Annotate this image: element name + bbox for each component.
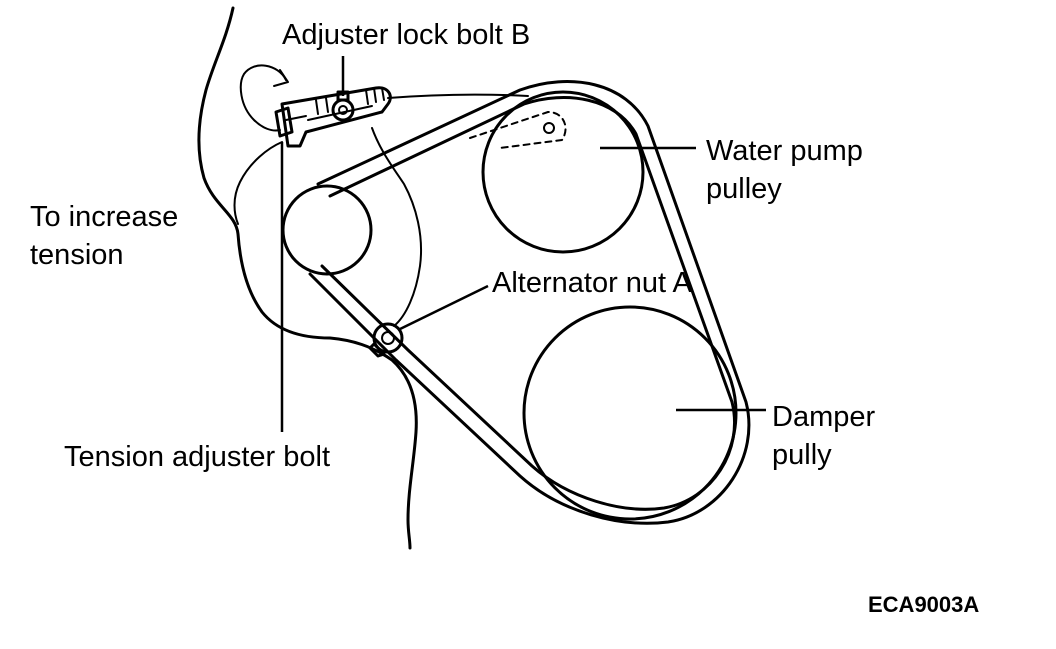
drive-belt-inner [320,96,737,511]
adjuster-threads [315,87,385,115]
alternator-nut-a-base [368,342,386,358]
alternator-pulley [281,184,373,276]
label-alternator-nut-a: Alternator nut A [492,267,692,299]
hidden-bolt [543,122,555,134]
rotation-arrowhead [273,69,289,87]
label-water-pump-pulley: Water pump pulley [706,135,863,205]
label-tension-adjuster-bolt: Tension adjuster bolt [64,441,330,473]
alternator-nut-a-center [381,331,395,345]
leader-alternator-nut [397,284,489,332]
engine-outline [197,6,418,550]
alternator-nut-a [372,322,404,354]
water-pump-pulley [481,90,645,254]
drive-belt-outer [308,80,751,525]
adjuster-arm [387,93,529,99]
housing-outline [233,141,283,225]
label-damper-pully: Damper pully [772,401,876,471]
rotation-hint-arrow [239,64,287,132]
hidden-bracket [469,111,567,149]
tension-adjuster-thread [285,115,307,121]
label-adjuster-lock-bolt-b: Adjuster lock bolt B [282,19,531,51]
damper-pulley [522,305,738,521]
figure-code: ECA9003A [868,592,980,617]
lock-bolt-b-head [336,90,350,102]
label-to-increase-tension: To increase tension [30,201,179,271]
housing-inner-outline [371,127,423,327]
tension-adjuster-plate [274,106,294,138]
lock-bolt-b-center [338,105,348,115]
